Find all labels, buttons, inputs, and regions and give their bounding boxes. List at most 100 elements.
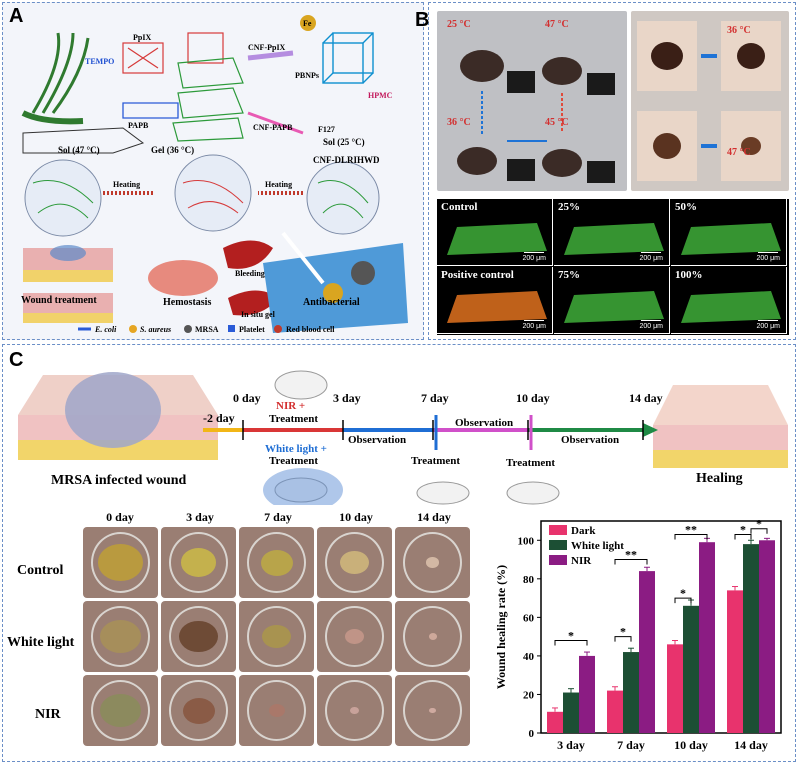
scale-label: 200 μm <box>639 323 664 330</box>
confocal-label: 50% <box>675 201 697 213</box>
temp-36: 36 °C <box>447 117 471 128</box>
mrsa-infected-wound-label: MRSA infected wound <box>51 473 187 488</box>
day-0: 0 day <box>233 391 261 405</box>
hpmc-label: HPMC <box>368 91 393 100</box>
heating-label-1: Heating <box>113 180 141 189</box>
wound-ring <box>247 680 306 741</box>
infected-skin-illustration <box>18 372 218 460</box>
y-axis-label: Wound healing rate (%) <box>494 565 508 689</box>
confocal-image: 50% 200 μm <box>671 199 787 266</box>
wound-core <box>344 628 365 645</box>
bar <box>743 544 759 733</box>
wound-ring <box>169 606 228 667</box>
wound-ring <box>247 606 306 667</box>
wound-ring <box>325 606 384 667</box>
wound-ring <box>325 532 384 593</box>
wound-photo <box>317 527 392 598</box>
confocal-label: Positive control <box>441 269 514 281</box>
significance-mark: * <box>756 517 762 531</box>
scale-label: 200 μm <box>756 255 781 262</box>
wound-photo-grid <box>83 527 479 757</box>
sol25-label: Sol (25 °C) <box>323 137 365 147</box>
skin-temp-47: 47 °C <box>727 147 751 158</box>
day-14: 14 day <box>629 391 663 405</box>
confocal-label: Control <box>441 201 478 213</box>
photo-col-0: 0 day <box>106 510 134 524</box>
wound-ring <box>91 532 150 593</box>
treatment-label-1: Treatment <box>269 413 319 425</box>
bar <box>607 690 623 733</box>
observation-label-3: Observation <box>561 434 620 446</box>
scale-bar <box>524 320 544 321</box>
legend-label: White light <box>571 540 624 552</box>
bar <box>639 571 655 733</box>
bar <box>623 652 639 733</box>
wound-photo <box>83 675 158 746</box>
heating-label-2: Heating <box>265 180 293 189</box>
wound-photo <box>395 527 470 598</box>
legend-ecoli: E. coli <box>95 325 117 334</box>
legend-saureus: S. aureus <box>140 325 172 334</box>
wound-core <box>340 550 369 575</box>
skin-photo-grid: 36 °C 47 °C <box>631 11 789 191</box>
significance-bracket <box>734 533 752 540</box>
photo-col-2: 7 day <box>264 510 292 524</box>
wound-photo <box>239 527 314 598</box>
confocal-image: Control 200 μm <box>437 199 553 266</box>
significance-mark: ** <box>625 548 637 562</box>
bar <box>683 605 699 733</box>
treatment-label-4: Treatment <box>506 457 556 469</box>
scale-bar <box>641 320 661 321</box>
bar <box>579 655 595 733</box>
day-3: 3 day <box>333 391 361 405</box>
panel-c-label: C <box>9 349 24 371</box>
wound-core <box>99 619 142 654</box>
y-tick-label: 20 <box>523 689 535 701</box>
wound-ring <box>403 680 462 741</box>
wound-core <box>180 548 217 577</box>
wound-photo <box>161 601 236 672</box>
wound-core <box>260 549 293 576</box>
hydrogel-spheres <box>24 154 380 237</box>
significance-mark: * <box>568 628 574 642</box>
healing-label: Healing <box>696 471 743 486</box>
legend-rbc: Red blood cell <box>286 325 335 334</box>
bar <box>759 540 775 733</box>
wound-core <box>179 620 218 653</box>
wound-core <box>428 633 437 640</box>
bar <box>667 644 683 733</box>
hemostasis-label: Hemostasis <box>163 297 212 308</box>
confocal-label: 100% <box>675 269 703 281</box>
scale-bar <box>641 252 661 253</box>
legend-swatch <box>549 555 567 565</box>
temp-47: 47 °C <box>545 19 569 30</box>
x-tick-label: 10 day <box>674 738 708 752</box>
wound-photo <box>161 527 236 598</box>
day-7: 7 day <box>421 391 449 405</box>
plot-frame <box>540 520 782 734</box>
wound-photo <box>83 527 158 598</box>
scale-bar <box>524 252 544 253</box>
scale-label: 200 μm <box>756 323 781 330</box>
wound-ring <box>91 606 150 667</box>
wound-core <box>429 707 436 714</box>
legend-label: NIR <box>571 555 592 567</box>
healed-skin-illustration <box>653 385 788 468</box>
y-tick-label: 80 <box>523 574 535 586</box>
significance-mark: * <box>680 586 686 600</box>
panel-c: C <box>2 344 796 762</box>
wound-ring <box>403 532 462 593</box>
cnf-papb-label: CNF-PAPB <box>253 123 293 132</box>
photo-col-3: 10 day <box>339 510 373 524</box>
significance-mark: * <box>620 625 626 639</box>
wound-photo <box>317 601 392 672</box>
wound-core <box>182 697 215 724</box>
x-tick-label: 14 day <box>734 738 768 752</box>
panel-a: A <box>2 2 424 340</box>
legend-swatch <box>549 540 567 550</box>
photo-col-4: 14 day <box>417 510 451 524</box>
panel-b: B 25 °C 47 °C <box>415 2 796 340</box>
scale-label: 200 μm <box>522 255 547 262</box>
